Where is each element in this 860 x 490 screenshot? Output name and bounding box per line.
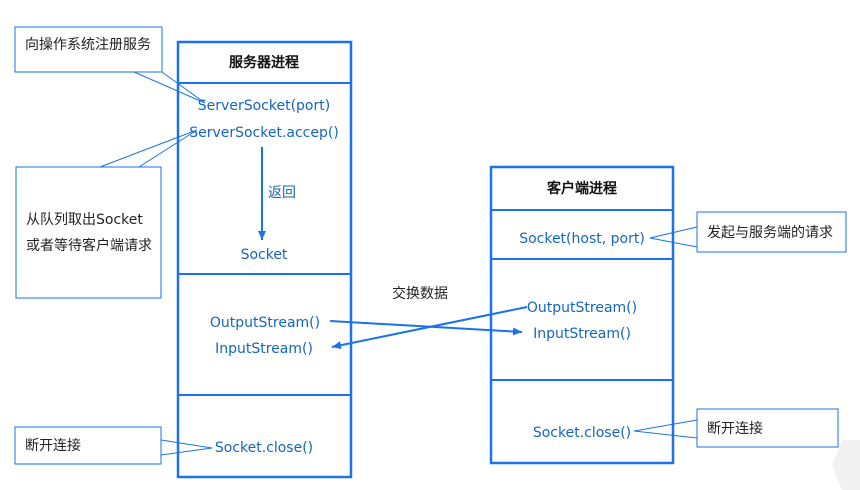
note-server-disconnect: 断开连接 <box>14 426 213 465</box>
server-socket-result: Socket <box>241 247 288 263</box>
note-register: 向操作系统注册服务 <box>14 26 206 104</box>
client-to-server-arrow <box>331 306 528 350</box>
server-accept-label: ServerSocket.accep() <box>189 125 339 141</box>
client-title: 客户端进程 <box>546 180 617 197</box>
note-server-disconnect-text: 断开连接 <box>25 437 81 454</box>
server-process-box: 服务器进程 ServerSocket(port) ServerSocket.ac… <box>176 40 353 479</box>
note-dequeue: 从队列取出Socket 或者等待客户端请求 <box>15 129 198 299</box>
server-input-stream: InputStream() <box>215 341 313 357</box>
client-input-stream: InputStream() <box>533 326 631 342</box>
note-client-disconnect: 断开连接 <box>633 408 839 448</box>
client-socket-label: Socket(host, port) <box>519 231 645 247</box>
note-dequeue-line1: 从队列取出Socket <box>26 212 143 228</box>
note-register-text: 向操作系统注册服务 <box>25 37 151 53</box>
note-dequeue-line2: 或者等待客户端请求 <box>26 237 152 254</box>
return-label: 返回 <box>268 185 296 201</box>
exchange-label: 交换数据 <box>392 285 448 302</box>
client-output-stream: OutputStream() <box>527 300 637 316</box>
decorative-hex-shape <box>832 440 860 490</box>
note-client-disconnect-text: 断开连接 <box>707 420 763 437</box>
server-close: Socket.close() <box>215 440 313 456</box>
server-output-stream: OutputStream() <box>210 315 320 331</box>
client-process-box: 客户端进程 Socket(host, port) OutputStream() … <box>489 165 675 465</box>
client-close: Socket.close() <box>533 425 631 441</box>
server-to-client-arrow <box>329 320 523 336</box>
note-client-request: 发起与服务端的请求 <box>649 211 847 253</box>
server-socket-label: ServerSocket(port) <box>198 98 330 114</box>
note-client-request-text: 发起与服务端的请求 <box>707 225 833 241</box>
server-title: 服务器进程 <box>229 54 299 71</box>
